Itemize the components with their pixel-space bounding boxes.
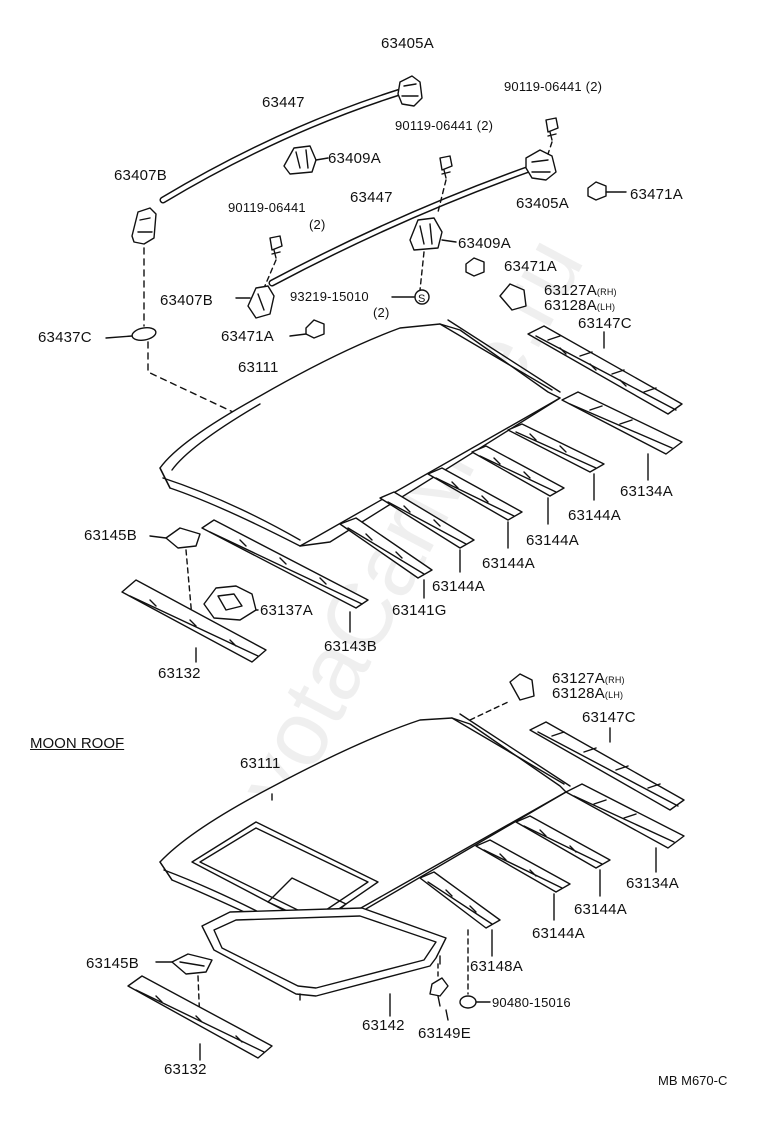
rail-support-bracket-mid xyxy=(409,217,457,251)
roof-bow-6 xyxy=(475,839,571,893)
rail-end-cap-right xyxy=(525,149,557,181)
roof-bow-141G xyxy=(339,517,433,579)
label-63144A-5: 63144A xyxy=(574,901,627,918)
roof-rack-rail-upper xyxy=(159,88,404,204)
nut-90480 xyxy=(459,995,491,1009)
label-93219-qty: (2) xyxy=(373,305,390,320)
label-63111-top: 63111 xyxy=(238,359,279,376)
roof-retainer-145B-bottom xyxy=(155,953,213,975)
label-63132-top: 63132 xyxy=(158,665,201,682)
label-63134A-top: 63134A xyxy=(620,483,673,500)
clip-symbol-letter: S xyxy=(418,293,425,305)
rail-end-cap-left xyxy=(131,207,157,245)
label-93219: 93219-15010 xyxy=(290,289,369,304)
label-63447-mid: 63447 xyxy=(350,189,393,206)
label-63128A-top-side: (LH) xyxy=(596,302,616,312)
label-63111-bottom: 63111 xyxy=(240,755,281,772)
roof-reinforcement-front-bottom xyxy=(529,721,685,811)
label-63149E: 63149E xyxy=(418,1025,471,1042)
label-90119-left: 90119-06441 xyxy=(228,200,306,215)
diagram-code: MB M670-C xyxy=(658,1073,728,1088)
roof-panel-moonroof xyxy=(159,713,571,941)
label-63145B-bottom: 63145B xyxy=(86,955,139,972)
section-title-moon-roof: MOON ROOF xyxy=(30,735,125,752)
label-63142: 63142 xyxy=(362,1017,405,1034)
label-63447-top: 63447 xyxy=(262,94,305,111)
label-63437C: 63437C xyxy=(38,329,92,346)
rail-cover-low xyxy=(289,319,325,339)
roof-retainer-145B-top xyxy=(149,527,201,549)
roof-bow-4 xyxy=(379,491,475,549)
roof-bow-2 xyxy=(471,445,565,497)
label-63128A-top: 63128A(LH) xyxy=(544,298,615,313)
label-63405A-top: 63405A xyxy=(381,35,434,52)
screw-top-mid xyxy=(439,155,453,179)
label-63144A-6: 63144A xyxy=(532,925,585,942)
label-63471A-mid: 63471A xyxy=(504,258,557,275)
label-63409A-top: 63409A xyxy=(328,150,381,167)
label-63127A-top: 63127A(RH) xyxy=(544,283,617,298)
label-63137A: 63137A xyxy=(260,602,313,619)
label-90119-mid: 90119-06441 (2) xyxy=(395,118,494,133)
label-63144A-4: 63144A xyxy=(432,578,485,595)
drain-clip-149E xyxy=(429,977,449,1007)
label-63471A-low: 63471A xyxy=(221,328,274,345)
label-63132-bottom: 63132 xyxy=(164,1061,207,1078)
label-63147C-top: 63147C xyxy=(578,315,632,332)
roof-panel-top xyxy=(159,319,561,547)
roof-bracket-137A xyxy=(203,585,257,621)
rail-end-cap-top xyxy=(397,75,423,107)
label-63409A-mid: 63409A xyxy=(458,235,511,252)
label-63144A-1: 63144A xyxy=(568,507,621,524)
rail-cover-mid xyxy=(465,257,485,277)
label-63127A-bottom-code: 63127A xyxy=(552,670,605,687)
roof-rack-rail-lower xyxy=(268,164,536,287)
label-63134A-bottom: 63134A xyxy=(626,875,679,892)
rail-cover-right xyxy=(587,181,627,201)
label-63407B-top: 63407B xyxy=(114,167,167,184)
roof-reinforcement-front-top xyxy=(527,325,683,415)
label-63148A: 63148A xyxy=(470,958,523,975)
label-63127A-top-side: (RH) xyxy=(596,287,617,297)
roof-bow-1 xyxy=(507,423,605,473)
rail-support-bracket-top xyxy=(283,145,329,175)
label-63127A-bottom: 63127A(RH) xyxy=(552,671,625,686)
roof-corner-piece-bottom xyxy=(509,673,535,701)
label-90119-right: 90119-06441 (2) xyxy=(504,79,603,94)
screw-top-right xyxy=(545,117,559,141)
roof-rear-panel-132-bottom xyxy=(127,975,273,1059)
label-90480: 90480-15016 xyxy=(492,995,571,1010)
roof-bow-5 xyxy=(515,815,611,869)
plug-hole-cover xyxy=(105,327,157,341)
label-63147C-bottom: 63147C xyxy=(582,709,636,726)
roof-bow-148A xyxy=(419,871,501,929)
rail-end-cap-lower xyxy=(235,285,275,319)
label-63128A-bottom-side: (LH) xyxy=(604,690,624,700)
label-63407B-left: 63407B xyxy=(160,292,213,309)
roof-header-143B xyxy=(201,519,369,609)
label-63127A-top-code: 63127A xyxy=(544,282,597,299)
roof-rear-panel-132-top xyxy=(121,579,267,663)
label-63144A-3: 63144A xyxy=(482,555,535,572)
label-63128A-top-code: 63128A xyxy=(544,297,597,314)
roof-reinforcement-134A-bottom xyxy=(565,783,685,849)
label-63128A-bottom-code: 63128A xyxy=(552,685,605,702)
label-63145B-top: 63145B xyxy=(84,527,137,544)
label-63144A-2: 63144A xyxy=(526,532,579,549)
screw-top-left xyxy=(269,235,283,259)
roof-bow-3 xyxy=(427,467,523,521)
label-63471A-right: 63471A xyxy=(630,186,683,203)
label-63405A-right: 63405A xyxy=(516,195,569,212)
sunroof-frame xyxy=(201,907,447,1001)
label-63128A-bottom: 63128A(LH) xyxy=(552,686,623,701)
clip-symbol xyxy=(414,289,430,305)
label-90119-left-qty: (2) xyxy=(309,217,326,232)
roof-corner-piece-top xyxy=(499,283,527,311)
label-63127A-bottom-side: (RH) xyxy=(604,675,625,685)
label-63143B: 63143B xyxy=(324,638,377,655)
label-63141G: 63141G xyxy=(392,602,447,619)
roof-reinforcement-134A-top xyxy=(561,391,683,455)
